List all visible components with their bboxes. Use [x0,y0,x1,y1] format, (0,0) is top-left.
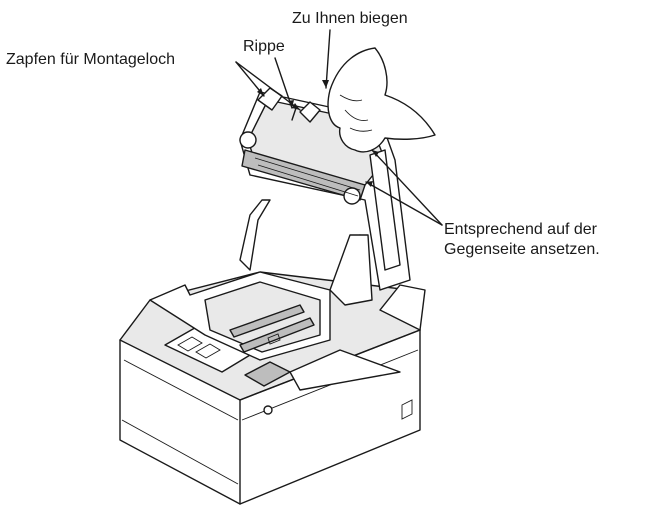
hand-illustration [327,47,436,153]
power-indicator [263,405,273,415]
mounting-peg-center [299,101,321,123]
hinge-arms [239,199,373,306]
label-opposite-side-line2: Gegenseite ansetzen. [444,241,600,258]
leader-lines [235,29,443,226]
label-opposite-side-line1: Entsprechend auf der [444,221,597,238]
paper-compartment [149,271,331,361]
label-rib: Rippe [243,38,285,55]
label-bend-toward-you: Zu Ihnen biegen [292,10,408,27]
label-opposite-side: Entsprechend auf der Gegenseite ansetzen… [444,220,600,260]
roller-gear-left [239,131,257,149]
label-mounting-peg: Zapfen für Montageloch [6,51,175,68]
platen-roller [241,149,366,201]
